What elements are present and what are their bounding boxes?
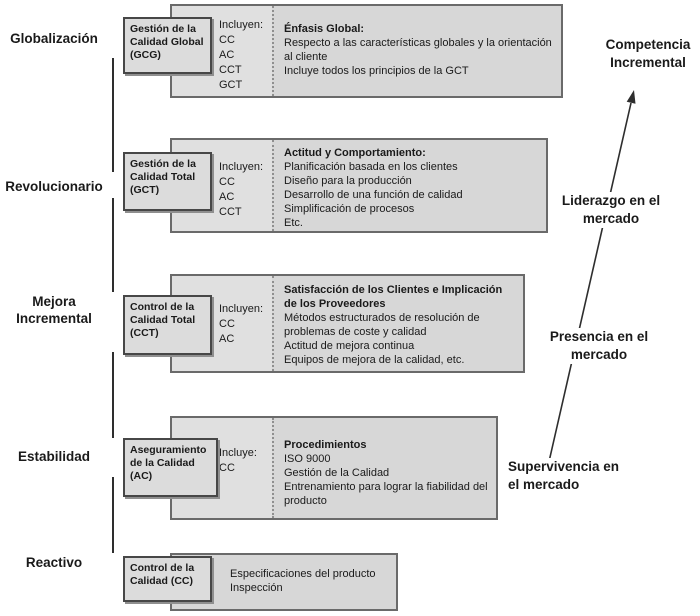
stage-axis-line-segment [112,477,114,553]
description-column: Especificaciones del producto Inspección [172,555,396,609]
description-column: Énfasis Global: Respecto a las caracterí… [272,6,561,96]
stage-label-reactivo: Reactivo [25,555,83,570]
row-panel-ac: Incluye: CC Procedimientos ISO 9000 Gest… [170,416,498,520]
includes-label: Incluyen: [219,303,264,315]
row-panel-cct: Incluyen: CC AC Satisfacción de los Clie… [170,274,525,373]
description-line: Entrenamiento para lograr la fiabilidad … [284,481,488,507]
includes-item: AC [219,333,235,345]
description-line: Actitud de mejora continua [284,340,415,352]
description-title: Actitud y Comportamiento: [284,147,426,159]
row-panel-gct: Incluyen: CC AC CCT Actitud y Comportami… [170,138,548,233]
description-line: Simplificación de procesos [284,203,415,215]
stage-label-mejora-incremental: Mejora Incremental [16,294,92,326]
concept-box-title: Aseguramiento de la Calidad (AC) [130,444,207,482]
concept-box-title: Control de la Calidad (CC) [130,562,195,587]
includes-item: GCT [219,79,243,91]
stage-label-revolucionario: Revolucionario [5,179,103,194]
market-label-supervivencia: Supervivencia en el mercado [508,458,620,494]
includes-item: CCT [219,64,242,76]
description-line: Desarrollo de una función de calidad [284,189,463,201]
description-column: Actitud y Comportamiento: Planificación … [272,140,546,231]
market-label-liderazgo: Liderazgo en el mercado [552,192,670,228]
description-column: Procedimientos ISO 9000 Gestión de la Ca… [272,418,496,518]
description-line: Gestión de la Calidad [284,467,390,479]
description-line: Equipos de mejora de la calidad, etc. [284,354,465,366]
description-line: Especificaciones del producto [230,568,376,580]
concept-box-title: Gestión de la Calidad Global (GCG) [130,23,204,61]
includes-label: Incluyen: [219,19,264,31]
stage-axis-line-segment [112,198,114,292]
includes-label: Incluyen: [219,161,264,173]
includes-item: CC [219,34,235,46]
description-title: Satisfacción de los Clientes e Implicaci… [284,284,503,310]
includes-label: Incluye: [219,447,257,459]
stage-axis-line-segment [112,352,114,438]
concept-box-title: Gestión de la Calidad Total (GCT) [130,158,196,196]
description-title: Énfasis Global: [284,23,365,35]
includes-item: CC [219,462,235,474]
includes-item: AC [219,49,235,61]
concept-box-cc: Control de la Calidad (CC) [123,556,212,602]
concept-box-cct: Control de la Calidad Total (CCT) [123,295,212,355]
includes-item: CCT [219,206,242,218]
description-column: Satisfacción de los Clientes e Implicaci… [272,276,523,371]
stage-label-estabilidad: Estabilidad [17,449,90,464]
concept-box-title: Control de la Calidad Total (CCT) [130,301,196,339]
stage-label-globalizacion: Globalización [10,31,98,46]
description-line: Etc. [284,217,303,229]
includes-item: AC [219,191,235,203]
market-label-presencia: Presencia en el mercado [540,328,658,364]
market-label-competencia-incremental: Competencia Incremental [596,36,700,72]
description-line: Planificación basada en los clientes [284,161,458,173]
stage-axis-line-segment [112,58,114,172]
includes-item: CC [219,318,235,330]
concept-box-gct: Gestión de la Calidad Total (GCT) [123,152,212,211]
row-panel-gcg: Incluyen: CC AC CCT GCT Énfasis Global: … [170,4,563,98]
description-line: Respecto a las características globales … [284,37,552,63]
description-line: ISO 9000 [284,453,331,465]
description-line: Diseño para la producción [284,175,412,187]
description-title: Procedimientos [284,439,367,451]
concept-box-gcg: Gestión de la Calidad Global (GCG) [123,17,212,74]
description-line: Incluye todos los principios de la GCT [284,65,469,77]
concept-box-ac: Aseguramiento de la Calidad (AC) [123,438,218,497]
description-line: Métodos estructurados de resolución de p… [284,312,480,338]
description-line: Inspección [230,582,283,594]
includes-item: CC [219,176,235,188]
